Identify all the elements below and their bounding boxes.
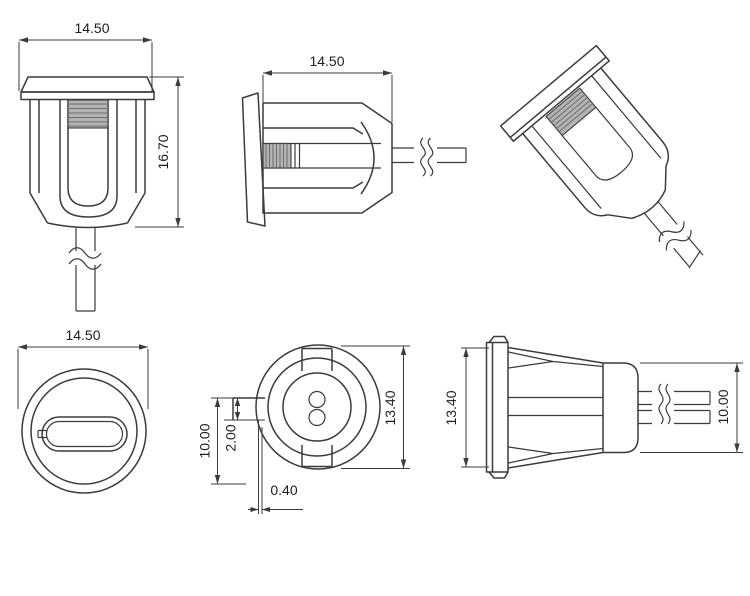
rear-body-outline bbox=[507, 346, 604, 469]
front-u-outer-arc bbox=[59, 195, 118, 218]
pin-hole-top bbox=[308, 390, 326, 409]
dimension-top-diameter: 14.50 bbox=[17, 327, 149, 409]
pin-hole-bottom bbox=[308, 408, 326, 427]
iso-body-inner-walls bbox=[531, 75, 662, 209]
front-body-walls bbox=[29, 99, 146, 193]
dim-label-bottom-key-width: 0.40 bbox=[270, 482, 297, 498]
wire-break-mask bbox=[414, 141, 437, 170]
bottom-tab-bottom bbox=[301, 445, 333, 468]
ribbed-insert bbox=[67, 99, 109, 129]
break-symbol bbox=[420, 137, 434, 177]
view-top: 14.50 bbox=[17, 327, 149, 494]
dim-label-rear-diameter: 13.40 bbox=[443, 390, 459, 425]
iso-flange-plate bbox=[499, 44, 610, 143]
dim-label-bottom-pin-span: 10.00 bbox=[196, 423, 212, 458]
rear-clip-chevrons bbox=[508, 351, 604, 464]
front-cap-band bbox=[20, 91, 155, 101]
dimension-bottom-key-height: 2.00 bbox=[222, 398, 241, 452]
rear-flange bbox=[485, 335, 509, 479]
bottom-inner-circle bbox=[282, 372, 352, 442]
dim-label-side-width: 14.50 bbox=[309, 53, 344, 69]
top-outer-circle bbox=[21, 368, 147, 494]
dim-label-bottom-diameter: 13.40 bbox=[382, 390, 398, 425]
side-nose-arc bbox=[360, 121, 375, 195]
top-slot-outer bbox=[41, 416, 128, 452]
dimension-rear-barrel: 10.00 bbox=[640, 362, 743, 453]
dim-label-bottom-key-height: 2.00 bbox=[222, 424, 238, 451]
iso-center-panel bbox=[561, 106, 634, 181]
ribbed-insert-lines bbox=[68, 103, 108, 127]
front-cap-top bbox=[20, 76, 155, 93]
break-symbol bbox=[68, 247, 102, 270]
bottom-mid-circle bbox=[267, 357, 367, 457]
bottom-outer-circle bbox=[255, 344, 381, 470]
break-symbol bbox=[658, 383, 671, 425]
view-rear: 13.40 10.00 bbox=[443, 335, 743, 479]
top-slot-notch bbox=[37, 429, 47, 439]
view-bottom: 10.00 2.00 0.40 13.40 bbox=[196, 344, 410, 514]
front-u-inner-arc bbox=[67, 187, 109, 207]
side-body-outline bbox=[262, 102, 393, 214]
ribbed-insert-iso-lines bbox=[548, 90, 594, 133]
dim-label-rear-barrel: 10.00 bbox=[715, 389, 731, 424]
dim-label-top-diameter: 14.50 bbox=[65, 327, 100, 343]
side-flange bbox=[241, 92, 266, 227]
wire-break-mask bbox=[70, 251, 102, 265]
dimension-front-height: 16.70 bbox=[135, 76, 184, 228]
dimension-side-width: 14.50 bbox=[262, 53, 393, 122]
dim-label-front-width: 14.50 bbox=[74, 20, 109, 36]
view-isometric bbox=[499, 44, 704, 269]
bottom-tab-top bbox=[301, 347, 333, 371]
iso-body-outline bbox=[522, 67, 670, 220]
side-slot-divider bbox=[294, 143, 301, 168]
top-inner-circle bbox=[30, 377, 138, 485]
front-u-channel bbox=[59, 99, 118, 196]
rear-barrel bbox=[603, 362, 639, 454]
rear-body-mid-lines bbox=[508, 396, 603, 417]
break-symbol bbox=[658, 221, 692, 251]
dimension-front-width: 14.50 bbox=[18, 20, 153, 91]
view-side: 14.50 bbox=[241, 53, 467, 227]
side-body-shoulders bbox=[263, 127, 364, 189]
wire-break-mask bbox=[652, 386, 674, 429]
dimension-rear-diameter: 13.40 bbox=[443, 347, 489, 468]
dimension-bottom-key-width: 0.40 bbox=[248, 420, 303, 514]
top-slot-inner bbox=[45, 420, 124, 448]
ribbed-insert-iso bbox=[545, 87, 597, 137]
wire-break-mask bbox=[658, 219, 693, 253]
ribbed-insert-side-lines bbox=[265, 143, 288, 168]
dimension-bottom-diameter: 13.40 bbox=[341, 345, 410, 469]
front-bottom-taper bbox=[29, 192, 146, 229]
view-front: 14.50 16.70 bbox=[18, 20, 184, 312]
dim-label-front-height: 16.70 bbox=[155, 134, 171, 169]
